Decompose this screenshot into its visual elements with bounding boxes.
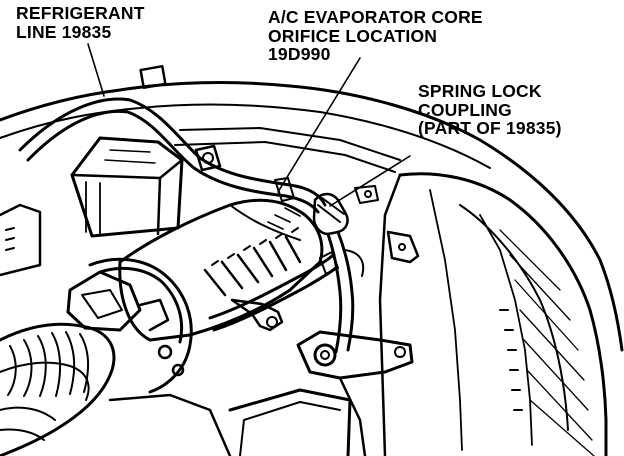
callout-line: LINE 19835 xyxy=(16,21,112,42)
lower-tray xyxy=(108,388,352,456)
callout-line: COUPLING xyxy=(418,99,512,120)
inner-fender xyxy=(0,203,42,277)
leader-lines xyxy=(87,43,411,207)
callout-line: A/C EVAPORATOR CORE xyxy=(268,7,483,27)
evaporator-tube xyxy=(208,251,339,332)
spring-lock-coupling xyxy=(312,192,365,354)
callout-line: (PART OF 19835) xyxy=(418,118,562,138)
callout-spring-lock-coupling: SPRING LOCK COUPLING (PART OF 19835) xyxy=(418,82,562,138)
relay-box xyxy=(70,136,184,238)
callout-line: REFRIGERANT xyxy=(16,3,145,23)
leader-evaporator-orifice xyxy=(277,57,361,193)
leader-spring-lock xyxy=(329,155,411,207)
air-cleaner-housing xyxy=(118,198,324,342)
callout-refrigerant-line: REFRIGERANT LINE 19835 xyxy=(16,4,145,41)
leader-refrigerant-line xyxy=(87,43,105,97)
headlamp-assembly xyxy=(378,172,608,456)
refrigerant-line-tube xyxy=(18,97,327,214)
callout-line: SPRING LOCK xyxy=(418,81,542,101)
callout-evaporator-orifice: A/C EVAPORATOR CORE ORIFICE LOCATION 19D… xyxy=(268,8,483,64)
callout-line: ORIFICE LOCATION xyxy=(268,25,438,46)
hood-outline xyxy=(0,81,624,352)
engine-mount xyxy=(296,330,414,456)
callout-line: 19D990 xyxy=(268,44,331,64)
intake-duct xyxy=(0,257,193,456)
